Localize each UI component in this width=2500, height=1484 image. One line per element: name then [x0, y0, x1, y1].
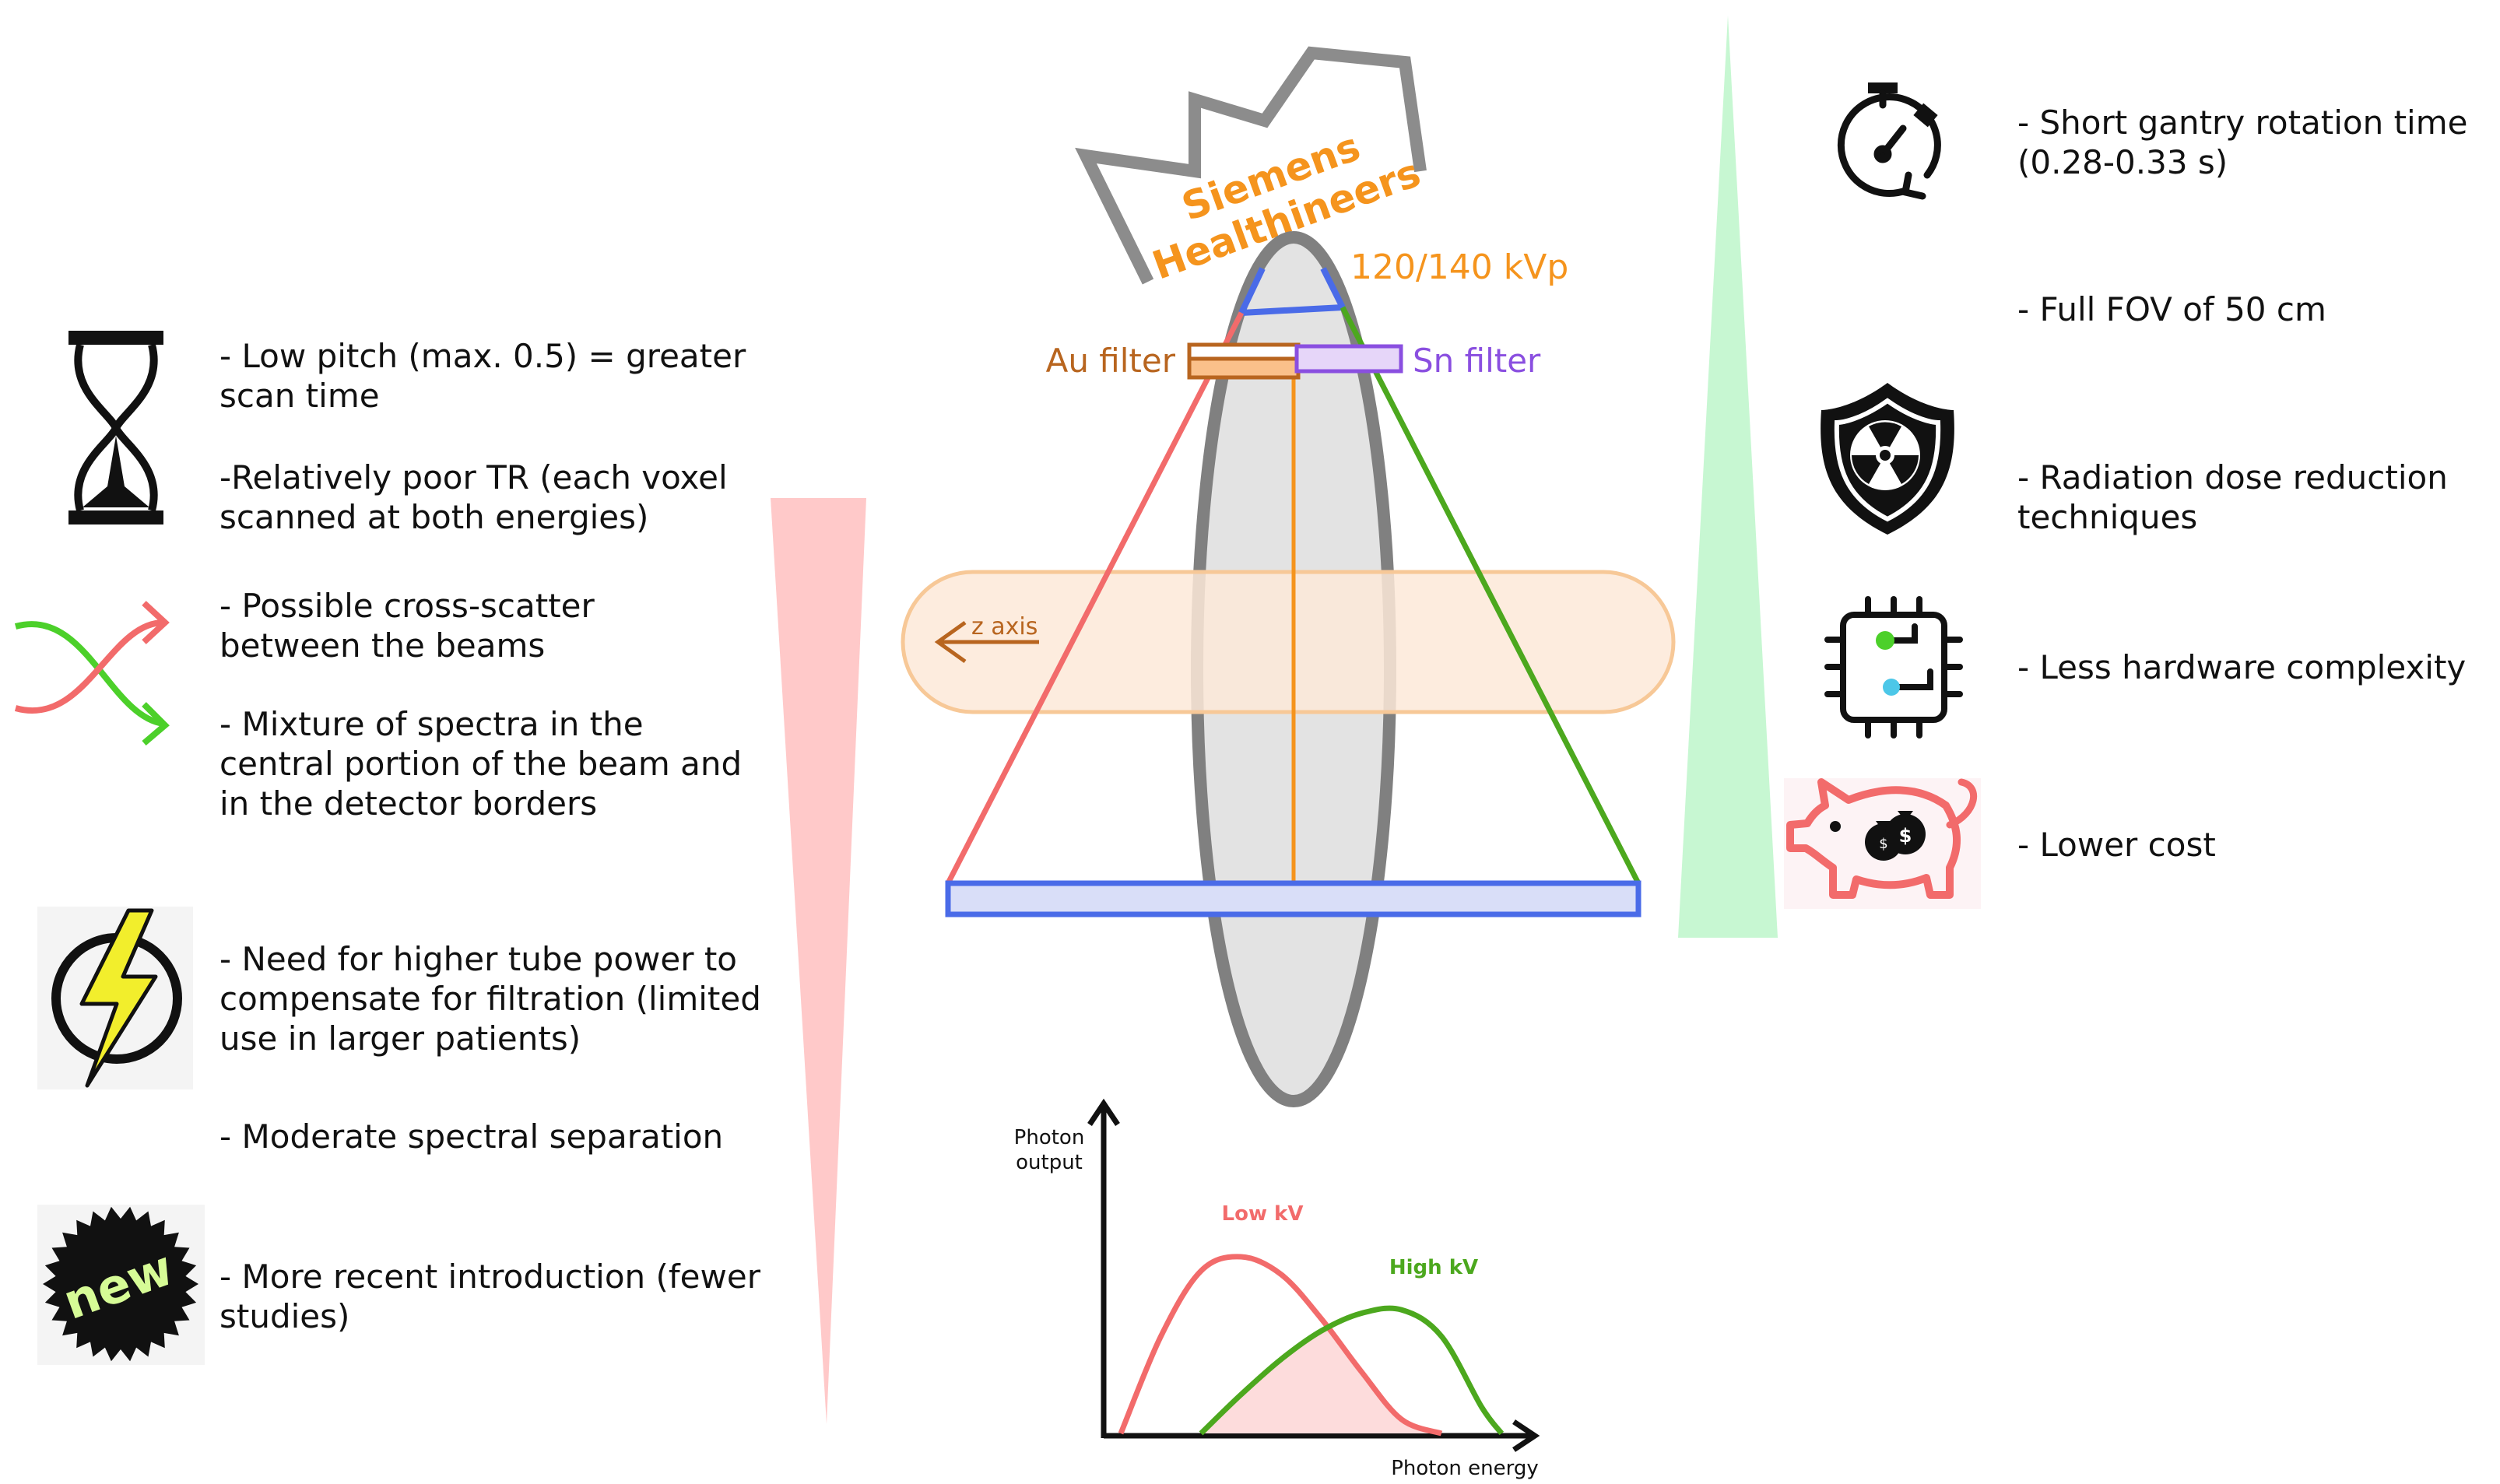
au-filter: [1187, 342, 1299, 361]
disadvantage-item-line: - Moderate spectral separation: [219, 1117, 723, 1156]
advantage-item-line: - Short gantry rotation time: [2017, 103, 2467, 142]
disadvantage-item-line: scan time: [219, 377, 380, 415]
advantages-list: - Short gantry rotation time(0.28-0.33 s…: [2017, 103, 2467, 864]
disadvantage-item-line: - More recent introduction (fewer: [219, 1258, 761, 1296]
svg-text:$: $: [1879, 836, 1887, 852]
disadvantage-item-line: compensate for filtration (limited: [219, 980, 761, 1018]
sn-filter: [1294, 344, 1403, 374]
sn-filter-label: Sn filter: [1413, 342, 1541, 380]
series-line-high-kv: [1199, 1305, 1505, 1436]
advantage-item-5: - Lower cost: [2017, 826, 2216, 864]
disadvantage-item-line: - Low pitch (max. 0.5) = greater: [219, 337, 746, 375]
disadvantage-item-line: - Mixture of spectra in the: [219, 705, 644, 743]
tube-segment: [1241, 304, 1343, 316]
advantage-item-2: - Full FOV of 50 cm: [2017, 290, 2326, 328]
radiation-shield-icon: [1821, 383, 1954, 535]
advantage-item-1: - Short gantry rotation time(0.28-0.33 s…: [2017, 103, 2467, 181]
crown-outline: [1075, 46, 1427, 285]
low-kv-beam-edge: [945, 311, 1245, 885]
new-badge-icon: new: [37, 1205, 205, 1365]
advantage-item-line: - Full FOV of 50 cm: [2017, 290, 2326, 328]
z-axis-label: z axis: [971, 613, 1038, 640]
crossing-arrows-icon: [14, 601, 170, 746]
disadvantage-item-line: studies): [219, 1297, 349, 1335]
microchip-icon: [1824, 596, 1963, 738]
z-axis-arrowhead: [934, 620, 967, 664]
disadvantage-item-line: in the detector borders: [219, 784, 597, 823]
disadvantage-item-line: central portion of the beam and: [219, 745, 742, 783]
disadvantage-item-6: - Moderate spectral separation: [219, 1117, 723, 1156]
chart-series-group: [1118, 1254, 1505, 1437]
advantage-item-line: (0.28-0.33 s): [2017, 143, 2228, 181]
disadvantage-item-line: - Possible cross-scatter: [219, 587, 595, 625]
stopwatch-icon: [1837, 82, 1941, 200]
chart-ylabel-word: Photon: [1014, 1126, 1085, 1149]
series-line-low-kv: [1118, 1254, 1443, 1437]
series-label-low-kv: Low kV: [1222, 1202, 1304, 1226]
hourglass-icon: [68, 331, 163, 524]
piggy-bank-icon: $ $: [1784, 778, 1981, 909]
high-kv-beam-edge: [1340, 306, 1642, 885]
advantage-item-line: - Radiation dose reduction: [2017, 458, 2448, 496]
tube-left-edge: [1238, 267, 1266, 314]
z-axis-band: [901, 570, 1676, 714]
svg-text:$: $: [1899, 825, 1912, 847]
disadvantage-item-line: use in larger patients): [219, 1019, 581, 1058]
chart-ylabel-word: output: [1016, 1151, 1083, 1174]
advantage-item-line: - Lower cost: [2017, 826, 2216, 864]
disadvantage-wedge: [771, 498, 866, 1424]
au-filter-label: Au filter: [1046, 342, 1176, 380]
advantage-item-4: - Less hardware complexity: [2017, 648, 2466, 686]
disadvantage-item-line: between the beams: [219, 626, 545, 665]
chart-x-arrowhead: [1512, 1419, 1540, 1452]
disadvantage-item-line: scanned at both energies): [219, 498, 648, 536]
chart-xlabel: Photon energy: [1391, 1457, 1539, 1480]
tube-voltage-label: 120/140 kVp: [1350, 247, 1568, 287]
advantage-item-line: - Less hardware complexity: [2017, 648, 2466, 686]
advantage-wedge: [1678, 16, 1778, 938]
spectra-overlap-area: [1201, 1329, 1441, 1433]
disadvantage-item-line: - Need for higher tube power to: [219, 940, 737, 978]
lightning-bolt-icon: [37, 907, 193, 1089]
disadvantage-item-line: -Relatively poor TR (each voxel: [219, 458, 728, 496]
chart-y-arrowhead: [1087, 1098, 1120, 1126]
advantage-item-line: techniques: [2017, 498, 2197, 536]
tube-right-edge: [1320, 267, 1346, 309]
detector: [945, 880, 1642, 917]
series-label-high-kv: High kV: [1389, 1256, 1478, 1279]
